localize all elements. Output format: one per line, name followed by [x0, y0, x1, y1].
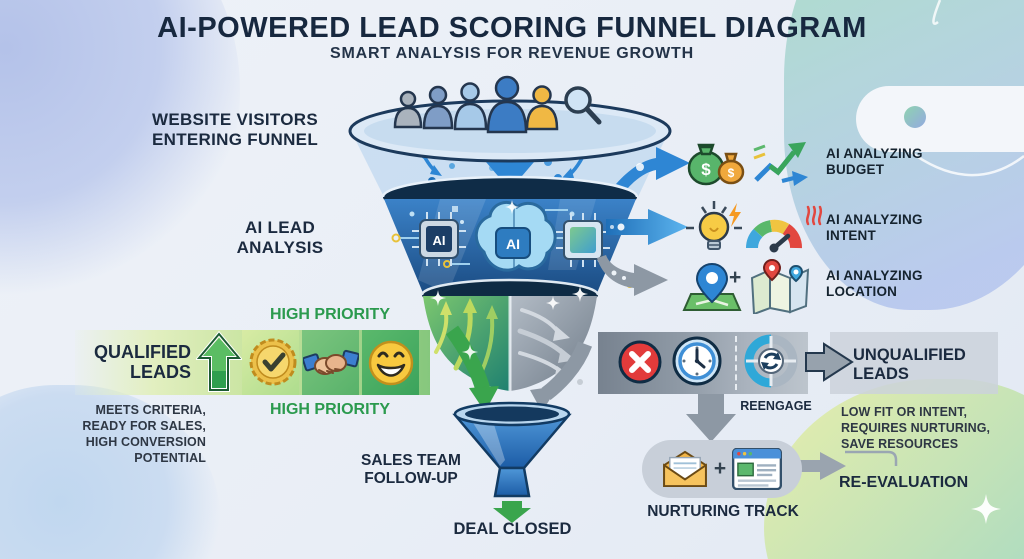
- handshake-icon: [303, 349, 359, 375]
- deal-closed-arrow: [493, 501, 531, 523]
- x-circle-icon: [618, 340, 662, 384]
- label-analyzing-location: AI ANALYZING LOCATION: [826, 268, 923, 299]
- svg-text:$: $: [728, 166, 735, 180]
- ai-brain-icon: AI: [474, 200, 557, 272]
- exit-arrow-location: [597, 255, 668, 296]
- exit-arrow-budget: [616, 147, 690, 188]
- label-deal-closed: DEAL CLOSED: [453, 520, 572, 538]
- bottom-rim-highlight: [420, 278, 600, 296]
- nurture-down-arrow: [686, 394, 736, 442]
- person-icon: [486, 75, 528, 134]
- mid-rim-highlight: [381, 175, 639, 198]
- visitor-icons: [393, 75, 602, 134]
- band-dashed-divider: [735, 336, 737, 390]
- refresh-icon: [744, 334, 798, 388]
- exit-arrow-intent: [606, 209, 688, 245]
- page-title: AI-POWERED LEAD SCORING FUNNEL DIAGRAM: [157, 12, 867, 44]
- svg-text:AI: AI: [506, 236, 520, 252]
- person-icon: [525, 85, 559, 131]
- label-qualified-leads: QUALIFIED LEADS: [94, 342, 191, 383]
- trend-chart-icon: [753, 142, 808, 186]
- lightbulb-icon: [686, 201, 742, 250]
- label-qualified-description: MEETS CRITERIA, READY FOR SALES, HIGH CO…: [82, 403, 206, 465]
- person-icon: [393, 90, 423, 129]
- heat-waves-icon: [805, 205, 823, 226]
- envelope-icon: [663, 450, 707, 488]
- person-icon: [422, 85, 454, 130]
- label-unqualified-description: LOW FIT OR INTENT, REQUIRES NURTURING, S…: [841, 405, 991, 451]
- map-icon: [750, 258, 810, 314]
- label-sales-team: SALES TEAM FOLLOW-UP: [361, 452, 461, 487]
- decor-curves: [907, 0, 1024, 177]
- ai-chip-icon: AI: [412, 212, 466, 266]
- unqualified-panel: [830, 332, 998, 394]
- label-reengage: REENGAGE: [740, 399, 812, 413]
- background-blob-top-right: [784, 0, 1024, 310]
- background-blob-white-right: [856, 86, 1024, 152]
- reevaluation-arrow: [798, 452, 846, 480]
- label-high-priority-top: HIGH PRIORITY: [269, 306, 390, 323]
- plus-sign: +: [713, 457, 727, 480]
- green-stem-arrow: [445, 325, 491, 393]
- label-analyzing-budget: AI ANALYZING BUDGET: [826, 146, 923, 177]
- bowl-split-line: [508, 296, 512, 391]
- label-website-visitors: WEBSITE VISITORS ENTERING FUNNEL: [151, 110, 318, 150]
- label-nurturing-track: NURTURING TRACK: [647, 503, 799, 520]
- label-unqualified-leads: UNQUALIFIED LEADS: [853, 346, 966, 383]
- gray-stem-head: [530, 386, 558, 412]
- clock-icon: [672, 336, 722, 386]
- svg-text:AI: AI: [433, 233, 446, 248]
- label-analyzing-intent: AI ANALYZING INTENT: [826, 212, 923, 243]
- processor-chip-icon: [556, 213, 610, 267]
- smiley-icon: [368, 340, 414, 386]
- label-re-evaluation: RE-EVALUATION: [839, 474, 969, 491]
- search-icon: [564, 86, 602, 125]
- badge-check-icon: [249, 338, 297, 386]
- gradient-dot: [904, 106, 926, 128]
- unqualified-arrow: [805, 342, 854, 382]
- money-bags-icon: $ $: [687, 143, 745, 186]
- up-arrow-icon: [196, 331, 242, 392]
- sparkles: [430, 200, 1001, 524]
- small-funnel: [452, 401, 572, 498]
- plus-sign: +: [729, 266, 742, 289]
- svg-text:$: $: [701, 160, 711, 179]
- label-ai-lead-analysis: AI LEAD ANALYSIS: [236, 218, 324, 258]
- lightning-icon: [729, 203, 741, 227]
- map-pin-tile-icon: [682, 262, 742, 311]
- gauge-icon: [746, 219, 802, 253]
- green-stem-head: [469, 386, 499, 412]
- webpage-icon: [732, 448, 783, 490]
- nurturing-pill: +: [642, 440, 802, 498]
- page-subtitle: SMART ANALYSIS FOR REVENUE GROWTH: [330, 45, 694, 62]
- label-high-priority-bottom: HIGH PRIORITY: [269, 401, 390, 418]
- reevaluation-connector: [845, 450, 898, 466]
- person-icon: [453, 82, 488, 131]
